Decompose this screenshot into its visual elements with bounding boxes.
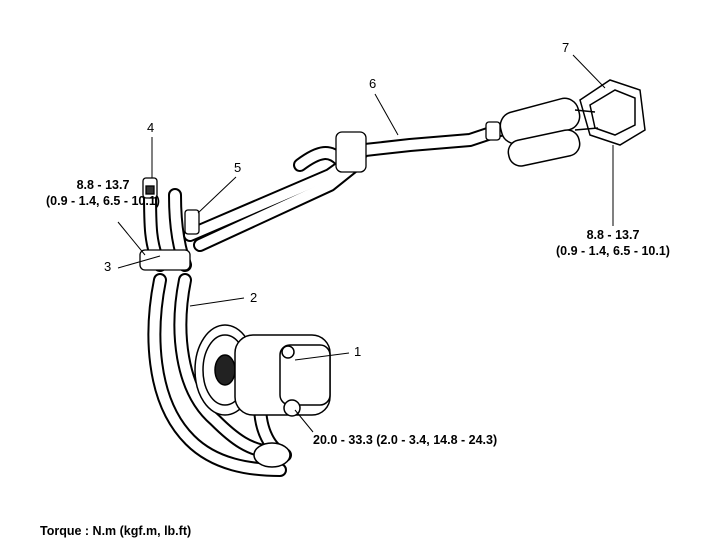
leader-lines [117, 54, 614, 433]
torque-right-nm: 8.8 - 13.7 [586, 228, 640, 242]
compressor [194, 324, 331, 468]
fittings [139, 121, 501, 271]
torque-spec-right: 8.8 - 13.7 (0.9 - 1.4, 6.5 - 10.1) [538, 227, 688, 259]
torque-spec-bottom: 20.0 - 33.3 (2.0 - 3.4, 14.8 - 24.3) [313, 433, 498, 447]
hoses-fill [145, 125, 505, 475]
torque-spec-left: 8.8 - 13.7 (0.9 - 1.4, 6.5 - 10.1) [28, 177, 178, 209]
callout-3: 3 [104, 259, 112, 274]
torque-left-nm: 8.8 - 13.7 [76, 178, 130, 192]
callout-5: 5 [234, 160, 242, 175]
callout-7: 7 [562, 40, 570, 55]
torque-unit-note: Torque : N.m (kgf.m, lb.ft) [40, 524, 192, 538]
callout-6: 6 [369, 76, 377, 91]
torque-right-alt: (0.9 - 1.4, 6.5 - 10.1) [556, 244, 670, 258]
callout-4: 4 [147, 120, 155, 135]
torque-left-alt: (0.9 - 1.4, 6.5 - 10.1) [46, 194, 160, 208]
condenser-receiver [499, 79, 646, 167]
callout-2: 2 [250, 290, 258, 305]
callout-1: 1 [354, 344, 362, 359]
